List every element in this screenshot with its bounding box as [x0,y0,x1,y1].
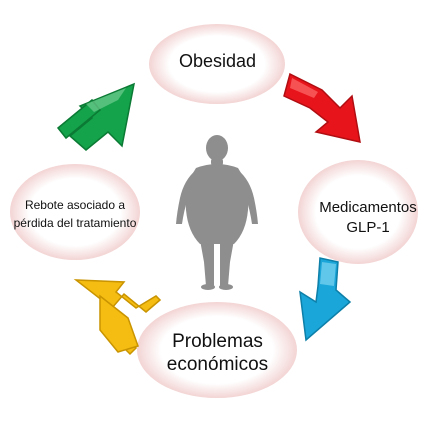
human-silhouette-icon [176,135,258,290]
rebound-bubble [10,164,140,260]
yellow-arrow-icon [73,279,162,356]
economic-label-line2: económicos [166,354,269,375]
economic-bubble [137,302,297,398]
green-arrow-icon [56,82,135,151]
red-arrow-icon [283,72,361,143]
glp1-label-line2: GLP-1 [346,219,390,236]
obesity-bubble [149,24,285,104]
rebound-label-line2: pérdida del tratamiento [13,216,137,230]
glp1-node: Medicamentos GLP-1 [304,190,432,246]
rebound-label-line1: Rebote asociado a [24,198,126,212]
economic-node: Problemas económicos [140,320,295,386]
glp1-label-line1: Medicamentos [319,199,417,216]
glp1-bubble [298,160,418,264]
obesity-node: Obesidad [160,36,275,86]
blue-arrow-icon [299,257,352,342]
economic-label-line1: Problemas [172,331,263,352]
rebound-node: Rebote asociado a pérdida del tratamient… [0,192,150,236]
obesity-label: Obesidad [178,50,257,71]
